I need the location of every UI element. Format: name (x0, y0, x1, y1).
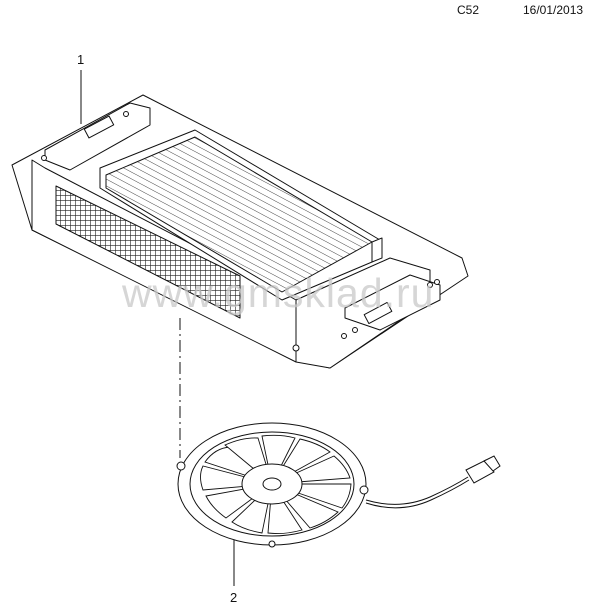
connector-plug (465, 455, 501, 484)
watermark: www.gmsklad.ru (122, 270, 435, 316)
radiator-module (11, 94, 469, 369)
fan-mount-lug (176, 461, 186, 471)
fan-mount-lug (359, 485, 369, 495)
harness-wire (365, 479, 470, 509)
fan-wiring (365, 455, 501, 509)
diagram-date: 16/01/2013 (523, 3, 584, 17)
fan-hub-center (262, 477, 282, 491)
side-tank (371, 237, 383, 263)
heat-exchanger-fins (105, 136, 373, 293)
mount-hole (427, 282, 433, 288)
grille-mesh (55, 185, 241, 319)
callout-1: 1 (77, 52, 85, 67)
mount-hole (292, 344, 300, 352)
cooling-fan (176, 422, 369, 548)
rear-bracket-slot (83, 115, 115, 139)
fan-mount-lug (268, 540, 276, 548)
mount-hole (41, 155, 47, 161)
harness-wire (365, 476, 469, 505)
mount-hole (434, 279, 440, 285)
diagram-code: C52 (457, 3, 480, 17)
mount-hole (352, 327, 358, 333)
front-bracket-slot (363, 301, 393, 325)
mount-hole (123, 111, 129, 117)
mount-hole (341, 333, 347, 339)
fan-blades (200, 434, 352, 535)
callout-2: 2 (230, 590, 238, 605)
